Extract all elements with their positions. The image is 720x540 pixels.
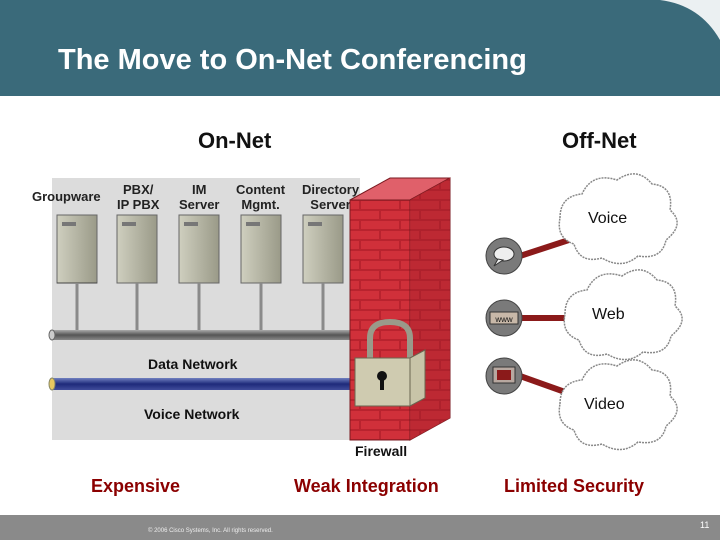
header-decoration bbox=[660, 0, 720, 40]
data-network-label: Data Network bbox=[148, 356, 238, 372]
voice-bubble-icon bbox=[485, 237, 523, 275]
server-content bbox=[240, 214, 282, 284]
server-label-directory: Directory Server bbox=[302, 182, 360, 212]
server-im bbox=[178, 214, 220, 284]
footer-bar bbox=[0, 515, 720, 540]
server-label-groupware: Groupware bbox=[32, 189, 101, 204]
server-label-im: IM Server bbox=[179, 182, 220, 212]
server-pbx bbox=[116, 214, 158, 284]
title-bar bbox=[0, 0, 720, 96]
limited-security-label: Limited Security bbox=[504, 476, 645, 496]
server-directory bbox=[302, 214, 344, 284]
cloud-shapes bbox=[558, 173, 683, 451]
firewall-label: Firewall bbox=[355, 443, 408, 459]
video-monitor-icon bbox=[485, 357, 523, 395]
padlock-icon bbox=[354, 318, 426, 407]
voice-cloud-label: Voice bbox=[588, 210, 628, 227]
copyright-text: © 2006 Cisco Systems, Inc. All rights re… bbox=[148, 528, 273, 534]
video-cloud-label: Video bbox=[584, 396, 625, 413]
slide-title: The Move to On-Net Conferencing bbox=[58, 44, 527, 76]
web-www-icon: www bbox=[485, 299, 523, 337]
server-connectors bbox=[75, 283, 325, 330]
voice-network-label: Voice Network bbox=[144, 406, 240, 422]
svg-text:www: www bbox=[494, 315, 513, 324]
page-number: 11 bbox=[700, 520, 710, 530]
web-cloud-label: Web bbox=[592, 306, 625, 323]
expensive-label: Expensive bbox=[91, 476, 181, 496]
cloud-connectors bbox=[518, 235, 576, 395]
server-label-content: Content Mgmt. bbox=[236, 182, 286, 212]
server-groupware bbox=[56, 214, 98, 284]
data-network-pipe bbox=[52, 330, 357, 340]
off-net-heading: Off-Net bbox=[562, 128, 637, 153]
on-net-heading: On-Net bbox=[198, 128, 272, 153]
voice-network-pipe bbox=[52, 378, 357, 390]
weak-integration-label: Weak Integration bbox=[294, 476, 439, 496]
server-label-pbx: PBX/ IP PBX bbox=[117, 182, 160, 212]
